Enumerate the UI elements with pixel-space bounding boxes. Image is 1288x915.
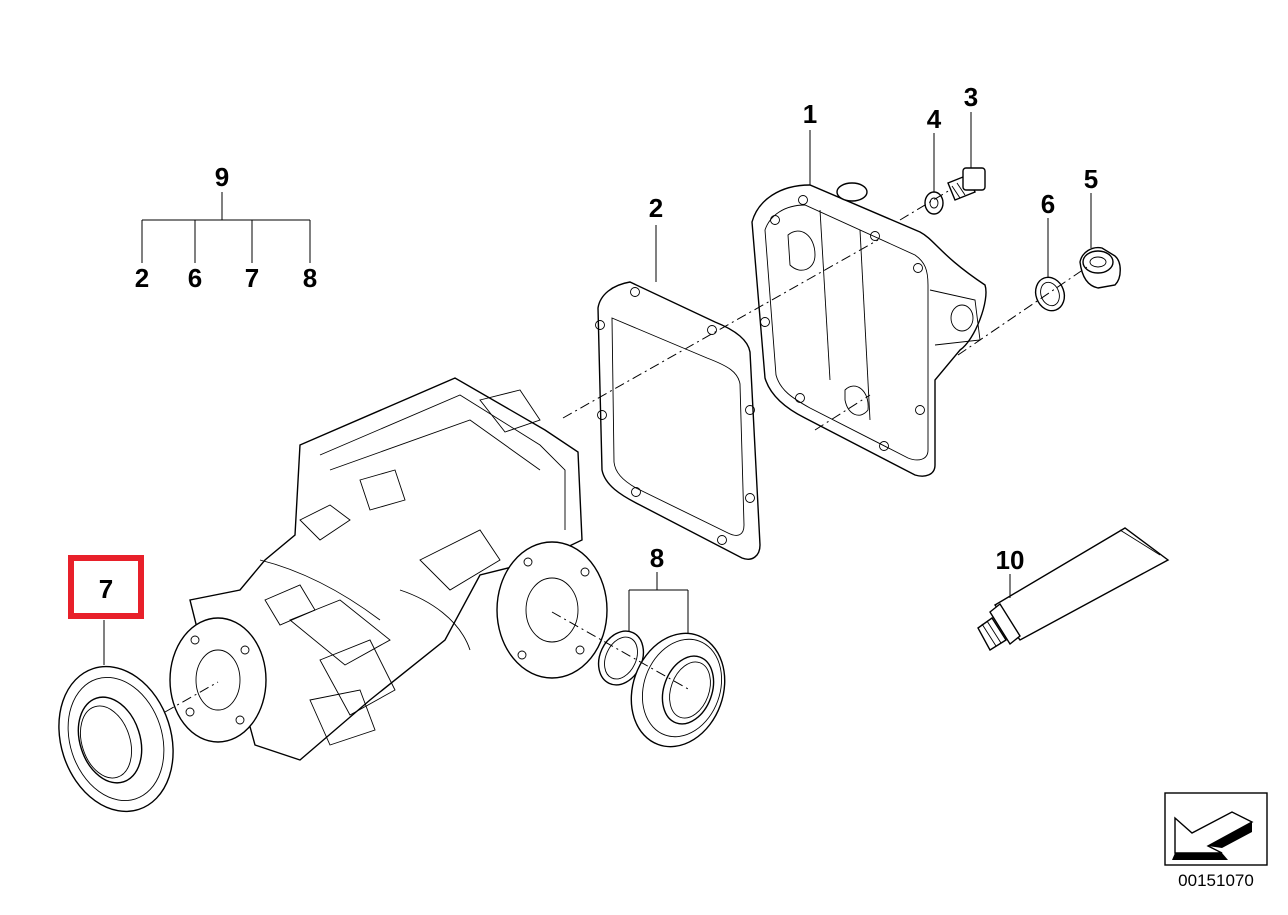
arrow-indicator-icon (1164, 792, 1268, 866)
callout-labels: 1 2 3 4 5 6 8 9 10 2 6 7 8 (135, 82, 1098, 575)
cover-part-1[interactable] (751, 182, 987, 477)
shaft-seal-part-8b[interactable] (616, 620, 740, 760)
callout-8[interactable]: 8 (650, 543, 664, 573)
ring-part-6[interactable] (1031, 273, 1069, 315)
washer-part-4[interactable] (924, 191, 944, 215)
leader-lines (103, 112, 1092, 665)
assembly-axes (164, 189, 1091, 713)
kit-9-member-2[interactable]: 2 (135, 263, 149, 293)
differential-housing[interactable] (169, 377, 608, 761)
callout-2[interactable]: 2 (649, 193, 663, 223)
kit-9-member-8[interactable]: 8 (303, 263, 317, 293)
reference-number: 00151070 (1178, 871, 1254, 890)
shaft-seal-part-7[interactable] (41, 652, 191, 827)
callout-9[interactable]: 9 (215, 162, 229, 192)
callout-4[interactable]: 4 (927, 104, 942, 134)
callout-6[interactable]: 6 (1041, 189, 1055, 219)
kit-9-member-6[interactable]: 6 (188, 263, 202, 293)
callout-3[interactable]: 3 (964, 82, 978, 112)
highlighted-callout-7[interactable]: 7 (68, 555, 144, 619)
callout-7[interactable]: 7 (99, 574, 113, 604)
callout-10[interactable]: 10 (996, 545, 1025, 575)
kit-9-member-7[interactable]: 7 (245, 263, 259, 293)
gasket-part-2[interactable] (595, 281, 761, 560)
highlight-box (68, 555, 144, 619)
bolt-part-3[interactable] (947, 167, 986, 201)
callout-1[interactable]: 1 (803, 99, 817, 129)
sealant-tube-part-10[interactable] (977, 527, 1170, 651)
plug-part-5[interactable] (1079, 246, 1121, 289)
callout-5[interactable]: 5 (1084, 164, 1098, 194)
